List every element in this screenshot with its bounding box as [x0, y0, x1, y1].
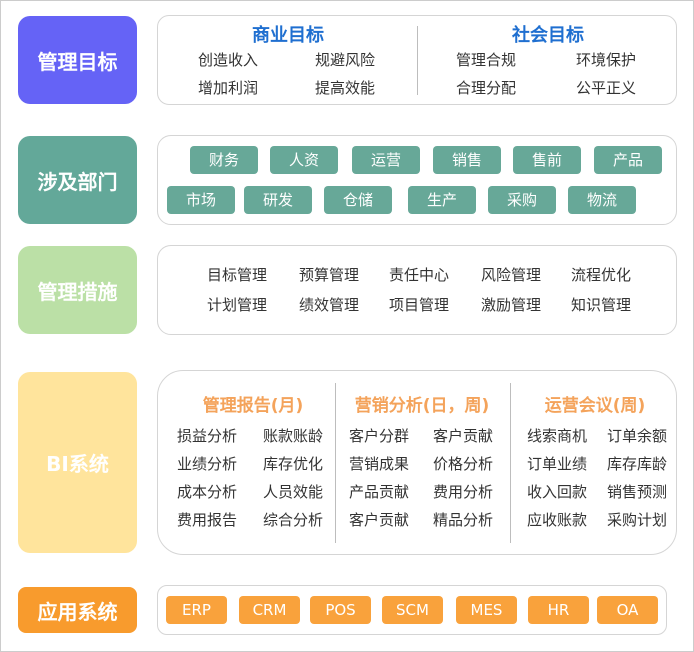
- measure-item: 项目管理: [388, 296, 449, 314]
- business-goals-title: 商业目标: [252, 25, 324, 46]
- bi-report-item: 损益分析: [176, 427, 237, 445]
- bi-report-item: 产品贡献: [348, 483, 409, 501]
- department-pill: 市场: [167, 186, 235, 214]
- bi-report-item: 精品分析: [432, 511, 493, 529]
- bi-report-item: 成本分析: [176, 483, 237, 501]
- bi-report-item: 线索商机: [526, 427, 587, 445]
- bi-panel: 管理报告(月) 损益分析 账款账龄 业绩分析 库存优化 成本分析 人员效能 费用…: [157, 370, 677, 555]
- bi-report-item: 采购计划: [606, 511, 667, 529]
- bi-report-item: 客户分群: [348, 427, 409, 445]
- apps-panel: ERP CRM POS SCM MES HR OA: [157, 585, 667, 635]
- bi-report-item: 客户贡献: [432, 427, 493, 445]
- social-goal-item: 环境保护: [575, 51, 636, 69]
- measure-item: 责任中心: [388, 266, 449, 284]
- app-system-pill: HR: [528, 596, 589, 624]
- apps-label: 应用系统: [18, 587, 137, 633]
- goals-panel: 商业目标 创造收入 规避风险 增加利润 提高效能 社会目标 管理合规 环境保护 …: [157, 15, 677, 105]
- department-pill: 采购: [488, 186, 556, 214]
- business-goal-item: 提高效能: [314, 79, 375, 97]
- bi-report-item: 客户贡献: [348, 511, 409, 529]
- app-system-pill: OA: [597, 596, 658, 624]
- social-goal-item: 合理分配: [455, 79, 516, 97]
- measure-item: 目标管理: [206, 266, 267, 284]
- app-system-pill: MES: [456, 596, 517, 624]
- department-pill: 运营: [352, 146, 420, 174]
- departments-label: 涉及部门: [18, 136, 137, 224]
- app-system-pill: POS: [310, 596, 371, 624]
- measures-label: 管理措施: [18, 246, 137, 334]
- bi-column-title: 管理报告(月): [202, 396, 304, 416]
- department-pill: 仓储: [324, 186, 392, 214]
- social-goal-item: 公平正义: [575, 79, 636, 97]
- bi-report-item: 账款账龄: [262, 427, 323, 445]
- measure-item: 预算管理: [298, 266, 359, 284]
- bi-label: BI系统: [18, 372, 137, 553]
- goals-divider: [417, 26, 418, 95]
- measure-item: 知识管理: [570, 296, 631, 314]
- departments-panel: 财务 人资 运营 销售 售前 产品 市场 研发 仓储 生产 采购 物流: [157, 135, 677, 225]
- social-goal-item: 管理合规: [455, 51, 516, 69]
- social-goals-title: 社会目标: [512, 25, 584, 46]
- bi-report-item: 销售预测: [606, 483, 667, 501]
- app-system-pill: ERP: [166, 596, 227, 624]
- department-pill: 产品: [594, 146, 662, 174]
- bi-report-item: 业绩分析: [176, 455, 237, 473]
- business-goal-item: 创造收入: [197, 51, 258, 69]
- app-system-pill: CRM: [239, 596, 300, 624]
- bi-column-title: 营销分析(日，周): [354, 396, 490, 416]
- business-goal-item: 规避风险: [314, 51, 375, 69]
- measure-item: 流程优化: [570, 266, 631, 284]
- bi-report-item: 人员效能: [262, 483, 323, 501]
- measure-item: 绩效管理: [298, 296, 359, 314]
- bi-report-item: 库存优化: [262, 455, 323, 473]
- bi-report-item: 价格分析: [432, 455, 493, 473]
- bi-divider: [335, 383, 336, 543]
- business-goal-item: 增加利润: [197, 79, 258, 97]
- bi-report-item: 费用分析: [432, 483, 493, 501]
- bi-report-item: 收入回款: [526, 483, 587, 501]
- bi-divider: [510, 383, 511, 543]
- department-pill: 财务: [190, 146, 258, 174]
- department-pill: 生产: [408, 186, 476, 214]
- measure-item: 计划管理: [206, 296, 267, 314]
- app-system-pill: SCM: [382, 596, 443, 624]
- bi-report-item: 订单业绩: [526, 455, 587, 473]
- bi-report-item: 库存库龄: [606, 455, 667, 473]
- measures-panel: 目标管理 预算管理 责任中心 风险管理 流程优化 计划管理 绩效管理 项目管理 …: [157, 245, 677, 335]
- department-pill: 物流: [568, 186, 636, 214]
- department-pill: 售前: [513, 146, 581, 174]
- bi-report-item: 应收账款: [526, 511, 587, 529]
- department-pill: 研发: [244, 186, 312, 214]
- bi-report-item: 营销成果: [348, 455, 409, 473]
- bi-report-item: 订单余额: [606, 427, 667, 445]
- measure-item: 激励管理: [480, 296, 541, 314]
- bi-column-title: 运营会议(周): [544, 396, 646, 416]
- department-pill: 人资: [270, 146, 338, 174]
- bi-report-item: 费用报告: [176, 511, 237, 529]
- measure-item: 风险管理: [480, 266, 541, 284]
- goals-label: 管理目标: [18, 16, 137, 104]
- bi-report-item: 综合分析: [262, 511, 323, 529]
- department-pill: 销售: [433, 146, 501, 174]
